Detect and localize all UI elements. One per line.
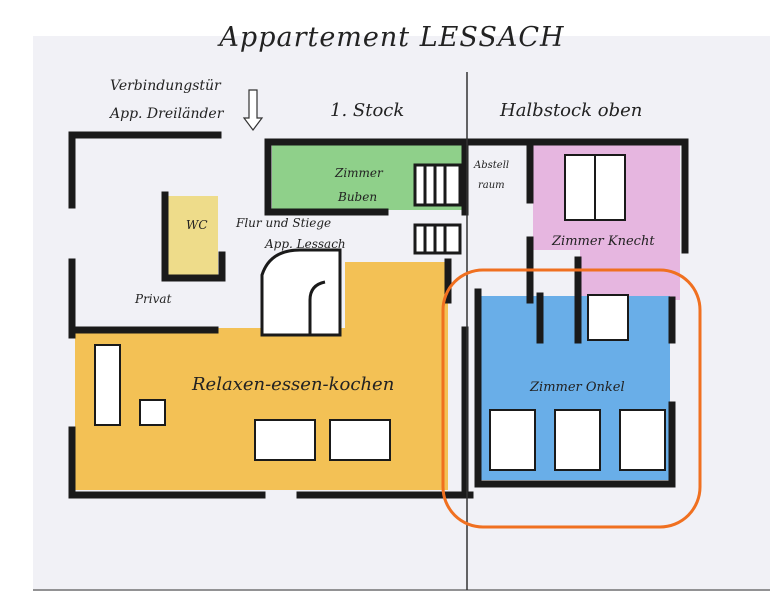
connecting-door-label-2: App. Dreiländer [110,106,224,122]
storage-label: Abstell [474,160,510,171]
half-floor-label: Halbstock oben [500,100,643,121]
staircase-upper [413,163,462,207]
room-servant-bath-fill [580,250,680,300]
private-label: Privat [135,292,172,306]
storage-label-2: raum [478,180,505,191]
hall-label-2: App. Lessach [265,237,346,251]
spiral-staircase [260,248,342,337]
room-uncle-label: Zimmer Onkel [530,380,625,395]
room-servant-label: Zimmer Knecht [552,234,655,249]
connecting-door-label: Verbindungstür [110,78,221,94]
staircase-middle [413,223,462,255]
page-title: Appartement LESSACH [219,22,565,53]
living-area-label: Relaxen-essen-kochen [192,374,395,395]
room-uncle-highlight [441,268,702,529]
down-arrow-icon [242,89,264,131]
room-boys-label-2: Buben [338,190,378,204]
room-boys-label: Zimmer [335,166,383,180]
first-floor-label: 1. Stock [330,100,405,121]
hall-label: Flur und Stiege [236,216,332,230]
wc-label: WC [186,218,208,232]
wc-fill [166,196,218,276]
